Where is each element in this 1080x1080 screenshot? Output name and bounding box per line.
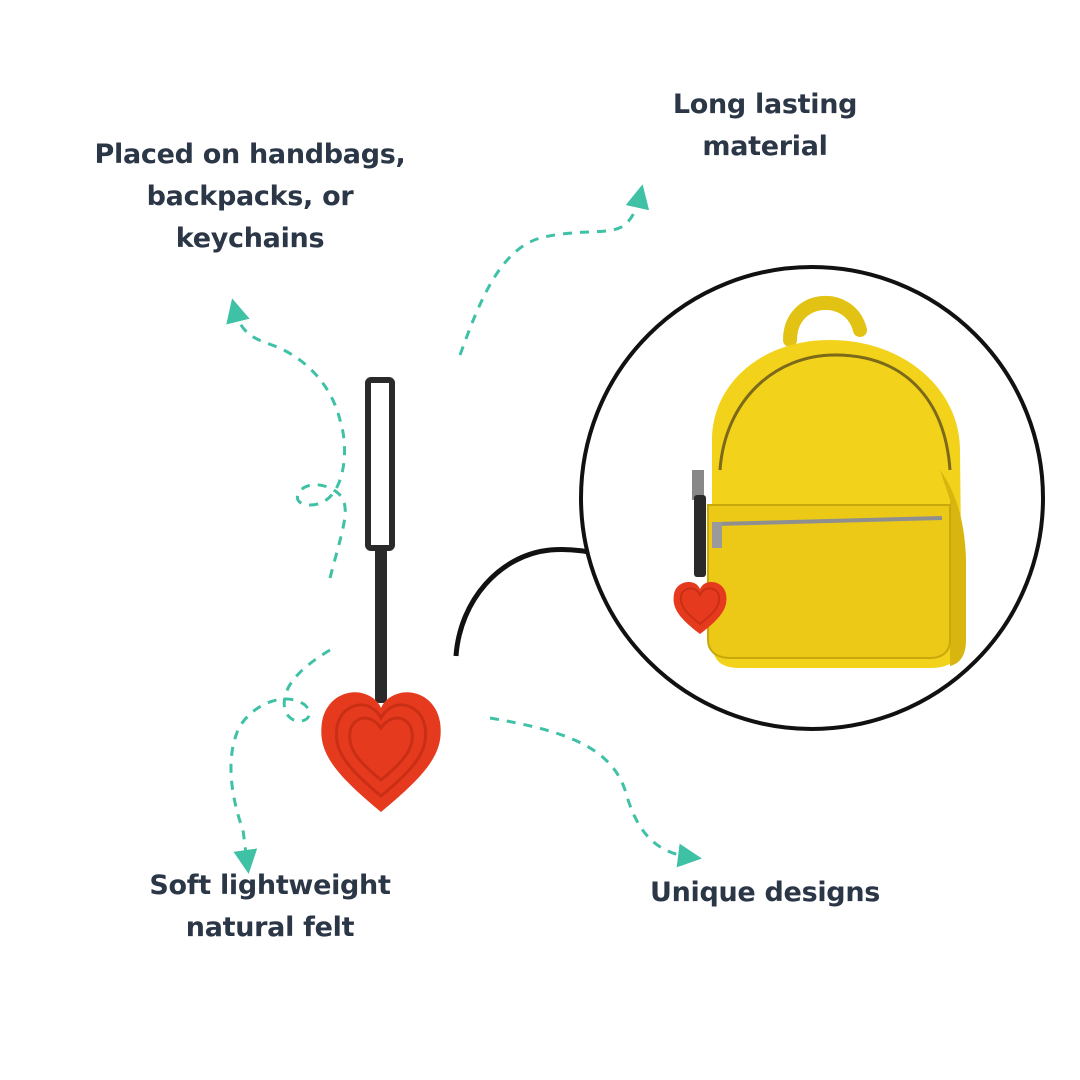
feature-label-placed: Placed on handbags, backpacks, or keycha…	[94, 139, 406, 254]
yellow-backpack-icon	[673, 295, 966, 668]
dashed-arrow-long-lasting	[458, 184, 650, 356]
dashed-arrow-soft	[229, 648, 331, 874]
dashed-arrow-unique	[489, 716, 702, 868]
feature-label-unique: Unique designs	[649, 877, 881, 908]
dashed-arrow-placed	[226, 298, 347, 579]
feature-label-long-lasting: Long lasting material	[672, 89, 858, 162]
heart-keychain-icon	[321, 377, 441, 812]
feature-label-soft: Soft lightweight natural felt	[149, 870, 391, 943]
